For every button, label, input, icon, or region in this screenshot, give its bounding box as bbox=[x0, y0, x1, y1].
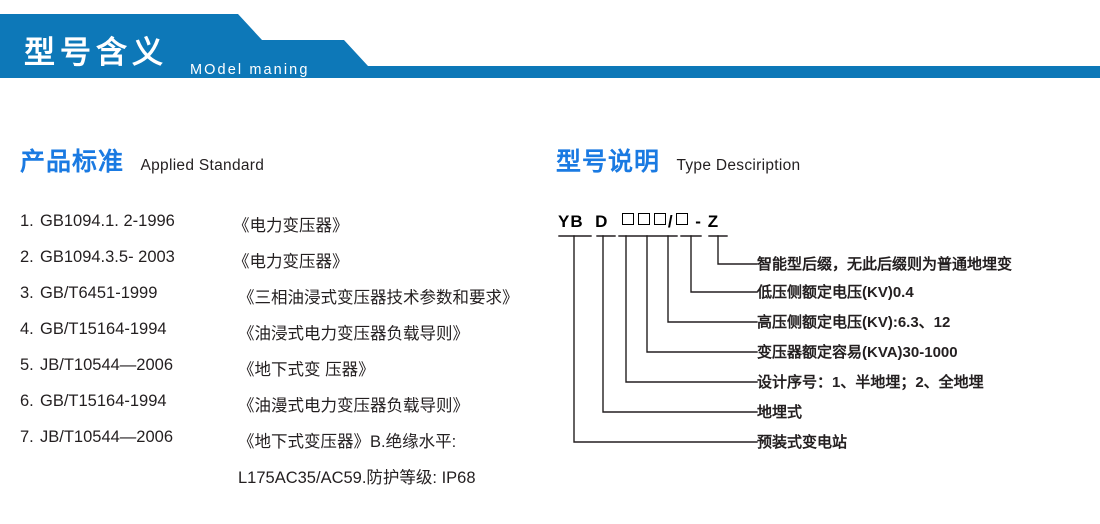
section-heading-cn: 型号说明 bbox=[556, 148, 661, 176]
list-item-code: JB/T10544—2006 bbox=[40, 428, 174, 446]
banner-subtitle: MOdel maning bbox=[190, 62, 310, 78]
list-item-name: 《地下式变 压器》 bbox=[238, 361, 375, 379]
banner-title: 型号含义 bbox=[24, 35, 168, 70]
list-item-index: 6. bbox=[20, 392, 34, 410]
section-heading-en: Type Desciription bbox=[676, 157, 801, 174]
type-code-label: 预装式变电站 bbox=[757, 434, 848, 451]
section-heading-en: Applied Standard bbox=[140, 157, 265, 174]
list-item: 5. JB/T10544—2006 《地下式变 压器》 bbox=[20, 356, 550, 392]
list-item: 3. GB/T6451-1999 《三相油浸式变压器技术参数和要求》 bbox=[20, 284, 550, 320]
type-code-label: 地埋式 bbox=[757, 404, 803, 421]
list-item-name: 《油浸式电力变压器负载导则》 bbox=[238, 325, 469, 343]
code-box-2 bbox=[637, 213, 650, 225]
code-box-3 bbox=[653, 213, 666, 225]
type-code-label: 变压器额定容易(KVA)30-1000 bbox=[757, 344, 958, 361]
list-item-index: 1. bbox=[20, 212, 34, 230]
list-item-code: GB/T15164-1994 bbox=[40, 392, 167, 410]
code-segment-yb: YB bbox=[558, 212, 584, 231]
type-code-label: 高压侧额定电压(KV):6.3、12 bbox=[757, 314, 951, 331]
list-item-continuation: L175AC35/AC59.防护等级: IP68 bbox=[20, 464, 550, 500]
list-item-name: 《电力变压器》 bbox=[233, 217, 349, 235]
list-item-index: 5. bbox=[20, 356, 34, 374]
section-heading-type-description: 型号说明 Type Desciription bbox=[556, 142, 800, 178]
list-item-index: 2. bbox=[20, 248, 34, 266]
type-code-diagram: YB D / - Z 智能型后缀，无 bbox=[545, 212, 1095, 462]
list-item: 1. GB1094.1. 2-1996 《电力变压器》 bbox=[20, 212, 550, 248]
list-item: 7. JB/T10544—2006 《地下式变压器》B.绝缘水平: bbox=[20, 428, 550, 464]
list-item-code: GB/T15164-1994 bbox=[40, 320, 167, 338]
section-heading-cn: 产品标准 bbox=[20, 148, 125, 176]
type-code-string: YB D / - Z bbox=[558, 212, 719, 232]
type-code-label: 设计序号：1、半地埋；2、全地埋 bbox=[757, 374, 984, 391]
banner-shape bbox=[0, 14, 1100, 78]
list-item-code: GB1094.1. 2-1996 bbox=[40, 212, 175, 230]
type-code-label: 智能型后缀，无此后缀则为普通地埋变 bbox=[757, 256, 1013, 273]
list-item-code: GB1094.3.5- 2003 bbox=[40, 248, 175, 266]
list-item-index: 7. bbox=[20, 428, 34, 446]
list-item: 6. GB/T15164-1994 《油漫式电力变压器负载导则》 bbox=[20, 392, 550, 428]
page-header-banner: 型号含义 MOdel maning bbox=[0, 14, 1100, 80]
applied-standard-list: 1. GB1094.1. 2-1996 《电力变压器》 2. GB1094.3.… bbox=[20, 212, 550, 500]
leader-lines bbox=[558, 235, 758, 443]
list-item-name: 《电力变压器》 bbox=[233, 253, 349, 271]
code-segment-d: D bbox=[595, 212, 609, 231]
code-box-4 bbox=[675, 213, 688, 225]
code-slash: / bbox=[667, 212, 674, 231]
list-item-name: 《三相油浸式变压器技术参数和要求》 bbox=[238, 289, 519, 307]
list-item: 2. GB1094.3.5- 2003 《电力变压器》 bbox=[20, 248, 550, 284]
list-item: 4. GB/T15164-1994 《油浸式电力变压器负载导则》 bbox=[20, 320, 550, 356]
list-item-code: GB/T6451-1999 bbox=[40, 284, 158, 302]
list-item-name: 《地下式变压器》B.绝缘水平: bbox=[238, 433, 457, 451]
type-code-label: 低压侧额定电压(KV)0.4 bbox=[757, 284, 914, 301]
list-item-index: 4. bbox=[20, 320, 34, 338]
list-item-index: 3. bbox=[20, 284, 34, 302]
list-item-code: JB/T10544—2006 bbox=[40, 356, 174, 374]
code-segment-z: Z bbox=[707, 212, 720, 231]
code-box-1 bbox=[621, 213, 634, 225]
list-item-continuation-text: L175AC35/AC59.防护等级: IP68 bbox=[238, 469, 476, 487]
code-dash: - bbox=[695, 212, 702, 231]
section-heading-applied-standard: 产品标准 Applied Standard bbox=[20, 142, 264, 178]
list-item-name: 《油漫式电力变压器负载导则》 bbox=[238, 397, 469, 415]
